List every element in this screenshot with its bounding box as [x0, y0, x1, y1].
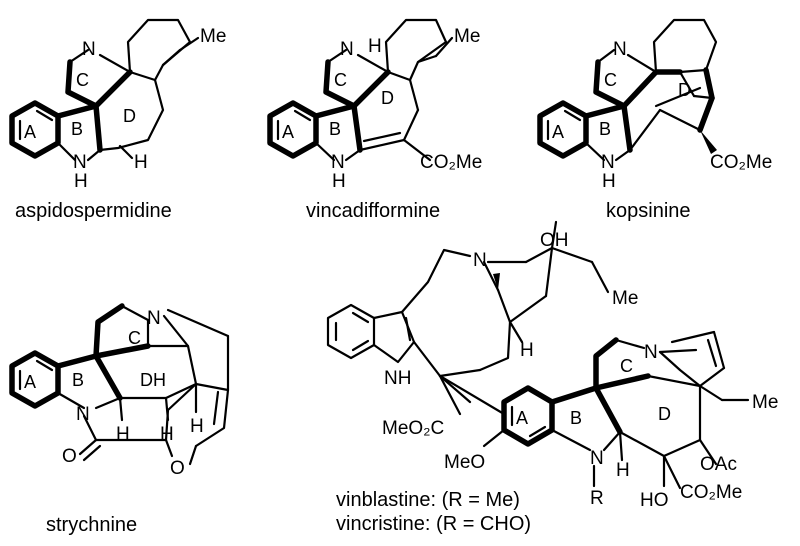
strych-N-label: N	[147, 308, 161, 329]
vinca-ring-C: C	[334, 70, 347, 90]
kops-ring-C: C	[604, 70, 617, 90]
vinb-OAc-label: OAc	[700, 454, 737, 475]
caption-strychnine: strychnine	[46, 514, 137, 536]
kops-ring-D: D	[678, 80, 691, 100]
vinca-N-label: N	[340, 39, 354, 60]
aspido-ring-D: D	[123, 106, 136, 126]
vinb-ring-D: D	[658, 404, 671, 424]
vinb-OH-label: OH	[540, 230, 569, 251]
vinca-ring-D: D	[381, 88, 394, 108]
aspido-H-label: H	[134, 152, 148, 173]
vinca-CO2Me-label: CO₂Me	[420, 152, 482, 173]
strych-H-mid: H	[160, 424, 174, 445]
vinb-R-label: R	[590, 488, 604, 509]
strych-ring-A: A	[24, 372, 36, 392]
kops-NH-N: N	[601, 152, 615, 173]
aspido-N-label: N	[82, 39, 96, 60]
strych-H-right: H	[190, 416, 204, 437]
caption-kopsinine: kopsinine	[606, 200, 691, 222]
vinb-H-upper: H	[520, 340, 534, 361]
strych-ring-C: C	[128, 328, 141, 348]
vincadifformine-structure	[267, 18, 454, 162]
vinb-ring-A: A	[516, 408, 528, 428]
strychnine-structure	[9, 303, 230, 466]
kops-N-label: N	[613, 39, 627, 60]
vinb-H-lower: H	[616, 460, 630, 481]
kops-ring-A: A	[552, 122, 564, 142]
vinca-NH-H: H	[332, 171, 346, 192]
strych-N-amide: N	[76, 404, 90, 425]
kops-ring-B: B	[599, 119, 611, 139]
aspido-ring-C: C	[76, 70, 89, 90]
vinb-MeO-label: MeO	[444, 452, 485, 473]
caption-vincadifformine: vincadifformine	[306, 200, 440, 222]
vinca-H-label: H	[368, 36, 382, 57]
strych-O-carbonyl: O	[62, 446, 77, 467]
vinb-ring-C: C	[620, 356, 633, 376]
strych-ring-DH: DH	[140, 370, 166, 390]
aspidospermidine-structure	[9, 18, 200, 162]
vinb-ring-B: B	[570, 408, 582, 428]
caption-aspidospermidine: aspidospermidine	[15, 200, 172, 222]
vinca-ring-B: B	[329, 119, 341, 139]
vinb-N-lower: N	[644, 342, 658, 363]
vinb-CO2Me-label: CO₂Me	[680, 482, 742, 503]
aspido-ring-A: A	[24, 122, 36, 142]
vinb-HO-label: HO	[640, 490, 669, 511]
strych-H-left: H	[116, 424, 130, 445]
aspido-NH-N: N	[73, 152, 87, 173]
kops-CO2Me-label: CO₂Me	[710, 152, 772, 173]
aspido-Me-label: Me	[200, 26, 226, 47]
kopsinine-structure	[537, 18, 718, 162]
vinb-Me-upper: Me	[612, 288, 638, 309]
caption-vincristine: vincristine: (R = CHO)	[336, 513, 531, 535]
vinb-NH-label: NH	[384, 368, 411, 389]
vinb-N-indoline: N	[590, 448, 604, 469]
vinca-ring-A: A	[282, 122, 294, 142]
strych-O-ether: O	[170, 458, 185, 479]
vinblastine-structure	[326, 220, 750, 490]
vinb-N-upper: N	[473, 250, 487, 271]
vinca-Me-label: Me	[454, 26, 480, 47]
vinb-MeO2C-label: MeO₂C	[382, 418, 444, 439]
aspido-NH-H: H	[74, 171, 88, 192]
caption-vinblastine: vinblastine: (R = Me)	[336, 489, 520, 511]
aspido-ring-B: B	[71, 119, 83, 139]
vinb-Me-lower: Me	[752, 392, 778, 413]
kops-NH-H: H	[602, 171, 616, 192]
strych-ring-B: B	[72, 370, 84, 390]
vinca-NH-N: N	[331, 152, 345, 173]
